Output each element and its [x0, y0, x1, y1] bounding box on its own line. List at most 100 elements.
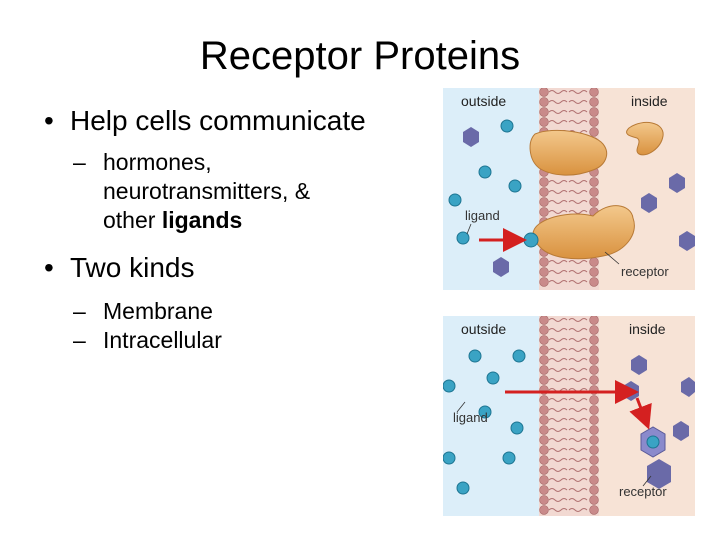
sub-bullet-line: hormones, [103, 149, 212, 175]
sub-bullet-text: hormones, neurotransmitters, & other lig… [103, 148, 310, 235]
lipid-head [539, 325, 549, 335]
lipid-head [589, 335, 599, 345]
lipid-head [539, 177, 549, 187]
lipid-tail [568, 438, 588, 442]
lipid-head [589, 445, 599, 455]
lipid-tail [568, 408, 588, 412]
lipid-head [589, 345, 599, 355]
lipid-tail [548, 120, 568, 124]
ligand-dot [512, 349, 526, 363]
lipid-head [539, 485, 549, 495]
lipid-head [589, 257, 599, 267]
lipid-head [589, 365, 599, 375]
ligand-dot [442, 451, 456, 465]
lipid-head [539, 445, 549, 455]
hexagon-molecule [679, 231, 695, 251]
lipid-head [539, 267, 549, 277]
sub-bullet-dash: – [73, 327, 86, 353]
sub-bullet-item: – Membrane [73, 297, 434, 326]
lipid-head [589, 117, 599, 127]
lipid-tail [568, 418, 588, 422]
ligand-dot-bound [523, 232, 539, 248]
lipid-head [589, 187, 599, 197]
lipid-bilayer [539, 315, 599, 515]
lipid-tail [548, 110, 568, 114]
lipid-tail [548, 100, 568, 104]
lipid-tail [568, 448, 588, 452]
ligand-leader-line [466, 223, 472, 235]
ligand-dot [456, 231, 470, 245]
lipid-head [539, 425, 549, 435]
ligand-dot [448, 193, 462, 207]
lipid-head [589, 485, 599, 495]
lipid-tail [568, 458, 588, 462]
lipid-tail [548, 508, 568, 512]
bullet-text: Two kinds [70, 252, 195, 283]
lipid-head [539, 257, 549, 267]
ligand-dot-bound [646, 435, 660, 449]
lipid-tail [568, 110, 588, 114]
lipid-tail [548, 448, 568, 452]
sub-bullet-line: neurotransmitters, & [103, 178, 311, 204]
slide-title: Receptor Proteins [199, 34, 521, 78]
lipid-head [539, 465, 549, 475]
receptor-leader-line [604, 251, 620, 265]
lipid-head [539, 455, 549, 465]
lipid-tail [568, 488, 588, 492]
lipid-tail [568, 508, 588, 512]
signal-protein [626, 121, 664, 156]
lipid-tail [568, 120, 588, 124]
lipid-tail [548, 478, 568, 482]
lipid-head [539, 207, 549, 217]
membrane-receptor-figure: outside inside ligand receptor [443, 87, 695, 290]
lipid-head [539, 435, 549, 445]
sub-bullet-dash: – [73, 298, 86, 324]
lipid-head [589, 435, 599, 445]
lipid-tail [548, 488, 568, 492]
lipid-tail [568, 180, 588, 184]
lipid-tail [568, 280, 588, 284]
sub-bullet-text: Intracellular [103, 327, 222, 353]
lipid-tail [568, 328, 588, 332]
lipid-tail [548, 468, 568, 472]
label-ligand: ligand [453, 410, 488, 425]
bullet-dot: • [44, 252, 54, 283]
lipid-tail [548, 318, 568, 322]
label-ligand: ligand [465, 208, 500, 223]
lipid-tail [548, 328, 568, 332]
lipid-head [539, 495, 549, 505]
lipid-head [539, 107, 549, 117]
label-inside: inside [629, 321, 666, 337]
lipid-head [539, 365, 549, 375]
binding-arrow [629, 397, 652, 430]
lipid-tail [548, 338, 568, 342]
lipid-tail [548, 358, 568, 362]
lipid-head [539, 187, 549, 197]
ligand-dot [508, 179, 522, 193]
lipid-tail [568, 368, 588, 372]
lipid-head [589, 495, 599, 505]
lipid-head [589, 177, 599, 187]
ligand-dot [442, 379, 456, 393]
ligand-dot [486, 371, 500, 385]
bullet-list: • Help cells communicate – hormones, neu… [44, 104, 434, 355]
sub-bullet-item: – hormones, neurotransmitters, & other l… [73, 148, 434, 235]
lipid-tail [548, 368, 568, 372]
lipid-tail [568, 210, 588, 214]
lipid-tail [568, 200, 588, 204]
lipid-tail [548, 498, 568, 502]
lipid-tail [568, 468, 588, 472]
hexagon-molecule [463, 127, 479, 147]
lipid-head [589, 505, 599, 515]
ligand-leader-line [456, 401, 466, 413]
lipid-head [539, 87, 549, 97]
hexagon-molecule [493, 257, 509, 277]
lipid-head [539, 117, 549, 127]
lipid-head [589, 267, 599, 277]
lipid-tail [568, 498, 588, 502]
lipid-head [539, 505, 549, 515]
ligand-molecules [442, 349, 526, 495]
label-inside: inside [631, 93, 668, 109]
lipid-tail [548, 90, 568, 94]
lipid-tail [568, 338, 588, 342]
